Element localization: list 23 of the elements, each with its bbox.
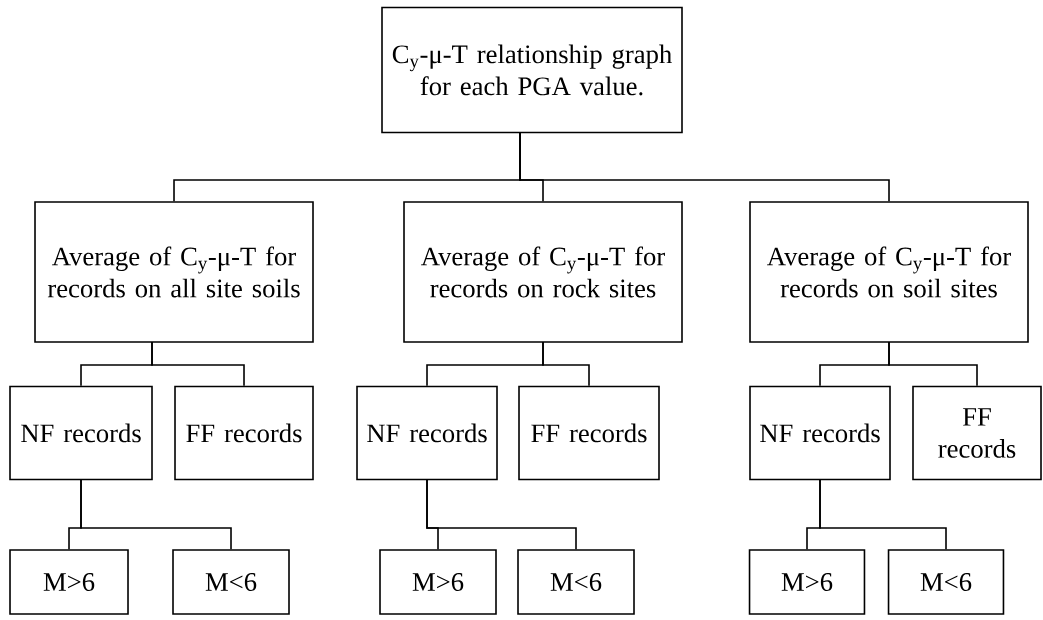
connector [888, 341, 978, 387]
process-box: C$_{y}$-μ-T relationship graph for each PGA value. [381, 6, 683, 134]
process-box: M<6 [517, 549, 635, 615]
process-box: M<6 [887, 549, 1005, 615]
process-box: FF records [518, 385, 660, 481]
process-box: M>6 [379, 549, 497, 615]
process-box: NF records [749, 385, 891, 481]
process-box: M>6 [748, 549, 866, 615]
process-box: Average of C$_{y}$-μ-T for records on rock sites [403, 201, 683, 343]
process-box: M<6 [172, 549, 290, 615]
connector [819, 478, 947, 550]
connector [80, 478, 232, 550]
process-box: FF records [174, 385, 314, 481]
process-box: M>6 [9, 549, 129, 615]
connector [542, 341, 590, 387]
process-box: NF records [9, 385, 153, 481]
connector [426, 478, 577, 550]
process-box: Average of C$_{y}$-μ-T for records on soil sites [749, 201, 1029, 343]
process-box: Average of C$_{y}$-μ-T for records on all site soils [34, 201, 314, 343]
connector [151, 341, 245, 387]
process-box: FF records [912, 385, 1042, 481]
process-box: NF records [356, 385, 498, 481]
connector [519, 131, 890, 202]
